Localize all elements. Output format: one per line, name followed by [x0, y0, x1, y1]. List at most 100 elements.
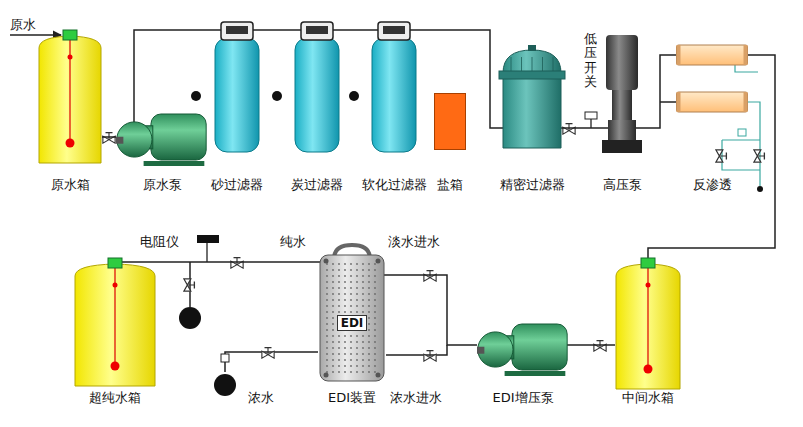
pump-base	[505, 371, 566, 376]
pipe-connector	[333, 29, 378, 31]
end-cap	[744, 92, 748, 112]
bolt	[324, 373, 329, 378]
intermediate-tank: 中间水箱	[615, 258, 681, 408]
membrane-tube	[677, 92, 748, 112]
bolt	[376, 259, 381, 264]
raw-water-tank-outline	[38, 30, 102, 165]
flow-meter	[221, 354, 229, 362]
filter-vessel-outline	[370, 22, 418, 152]
equipment-label: 盐箱	[437, 177, 463, 193]
raw-water-tank: 原水箱	[38, 30, 102, 195]
pump-outline	[116, 112, 208, 167]
rib	[553, 57, 554, 71]
salt-tank-outline	[434, 93, 466, 150]
pipe-label: 纯水	[280, 234, 306, 250]
equipment-label: 高压泵	[603, 177, 642, 193]
rib	[511, 57, 512, 71]
pump: EDI增压泵	[477, 322, 569, 408]
pump: 原水泵	[116, 112, 208, 195]
level-float	[113, 283, 118, 288]
pump-head	[478, 332, 513, 367]
bolt	[324, 259, 329, 264]
equipment-label: 中间水箱	[622, 390, 674, 406]
pipe-connector	[253, 29, 301, 31]
drain-dot	[191, 91, 201, 101]
rib	[532, 57, 533, 71]
bolt	[376, 373, 381, 378]
pipe-connector	[384, 275, 477, 345]
cartridge-filter-outline	[497, 45, 567, 148]
valve	[563, 124, 575, 135]
valve	[754, 150, 765, 162]
equipment-label: EDI装置	[328, 390, 376, 406]
ro-concentrate-lines	[722, 60, 760, 186]
equipment-label: 反渗透	[693, 177, 732, 193]
motor	[606, 35, 638, 90]
valve	[424, 271, 436, 282]
pipe-connector	[102, 136, 116, 138]
pipe-connector	[636, 55, 676, 128]
control-display	[226, 26, 248, 34]
edi-texture	[324, 261, 380, 375]
pipe-label: 淡水进水	[388, 234, 440, 250]
control-valve	[378, 22, 410, 40]
equipment-label: 砂过滤器	[211, 177, 263, 193]
level-sensor	[641, 258, 655, 268]
pump-head	[117, 122, 152, 157]
rib	[521, 57, 522, 71]
ro-membranes-outline	[676, 43, 748, 115]
level-sensor	[63, 30, 77, 40]
meter-stem	[206, 243, 207, 262]
level-float	[644, 365, 653, 374]
pump-motor	[512, 324, 567, 370]
valve	[424, 351, 436, 362]
ultrapure-tank: 超纯水箱	[74, 258, 156, 408]
pipe-connector	[561, 127, 608, 129]
valve	[716, 150, 727, 162]
drain-ball	[214, 374, 236, 396]
pump-inlet	[477, 347, 484, 354]
valve	[262, 348, 274, 359]
end-cap	[677, 92, 681, 112]
pipe-connector	[648, 55, 775, 258]
pipe-label: 浓水	[248, 390, 274, 406]
vent-knob	[528, 45, 536, 51]
equipment-label: 精密过滤器	[500, 177, 565, 193]
pump-base	[602, 140, 642, 153]
low-pressure-switch	[585, 112, 597, 119]
cartridge-filter: 精密过滤器	[496, 45, 569, 195]
vessel-body	[215, 38, 259, 152]
pump-body	[608, 120, 636, 140]
level-sensor	[108, 258, 122, 268]
end-cap	[744, 45, 748, 65]
filter-housing	[503, 50, 561, 148]
device-marking: EDI	[337, 315, 368, 331]
control-valve	[301, 22, 333, 40]
equipment-label: 超纯水箱	[89, 390, 141, 406]
edi-body	[320, 255, 384, 381]
high-pressure-pump: 高压泵	[598, 35, 646, 195]
pump-column	[612, 90, 632, 120]
valve	[103, 133, 115, 144]
pump-outline	[477, 322, 569, 377]
salt-tank-body	[435, 94, 466, 150]
check-valve	[738, 129, 746, 136]
drain-dot	[272, 91, 282, 101]
vessel-body	[372, 38, 416, 152]
housing-flange	[499, 71, 565, 79]
drain-dot	[349, 91, 359, 101]
equipment-label: 原水泵	[143, 177, 182, 193]
rib	[542, 57, 543, 71]
high-pressure-pump-outline	[598, 35, 646, 153]
pipe-label: 浓水进水	[390, 390, 442, 406]
equipment-label: 软化过滤器	[362, 177, 427, 193]
pipe	[660, 101, 677, 103]
level-float	[111, 362, 120, 371]
filter-vessel: 软化过滤器	[358, 22, 431, 195]
pipe-label: 电阻仪	[140, 234, 179, 250]
tank-body	[616, 264, 680, 389]
resistivity-meter	[197, 235, 219, 243]
ultrapure-tank-outline	[74, 258, 156, 388]
membrane-tube	[677, 45, 748, 65]
vessel-body	[295, 38, 339, 152]
